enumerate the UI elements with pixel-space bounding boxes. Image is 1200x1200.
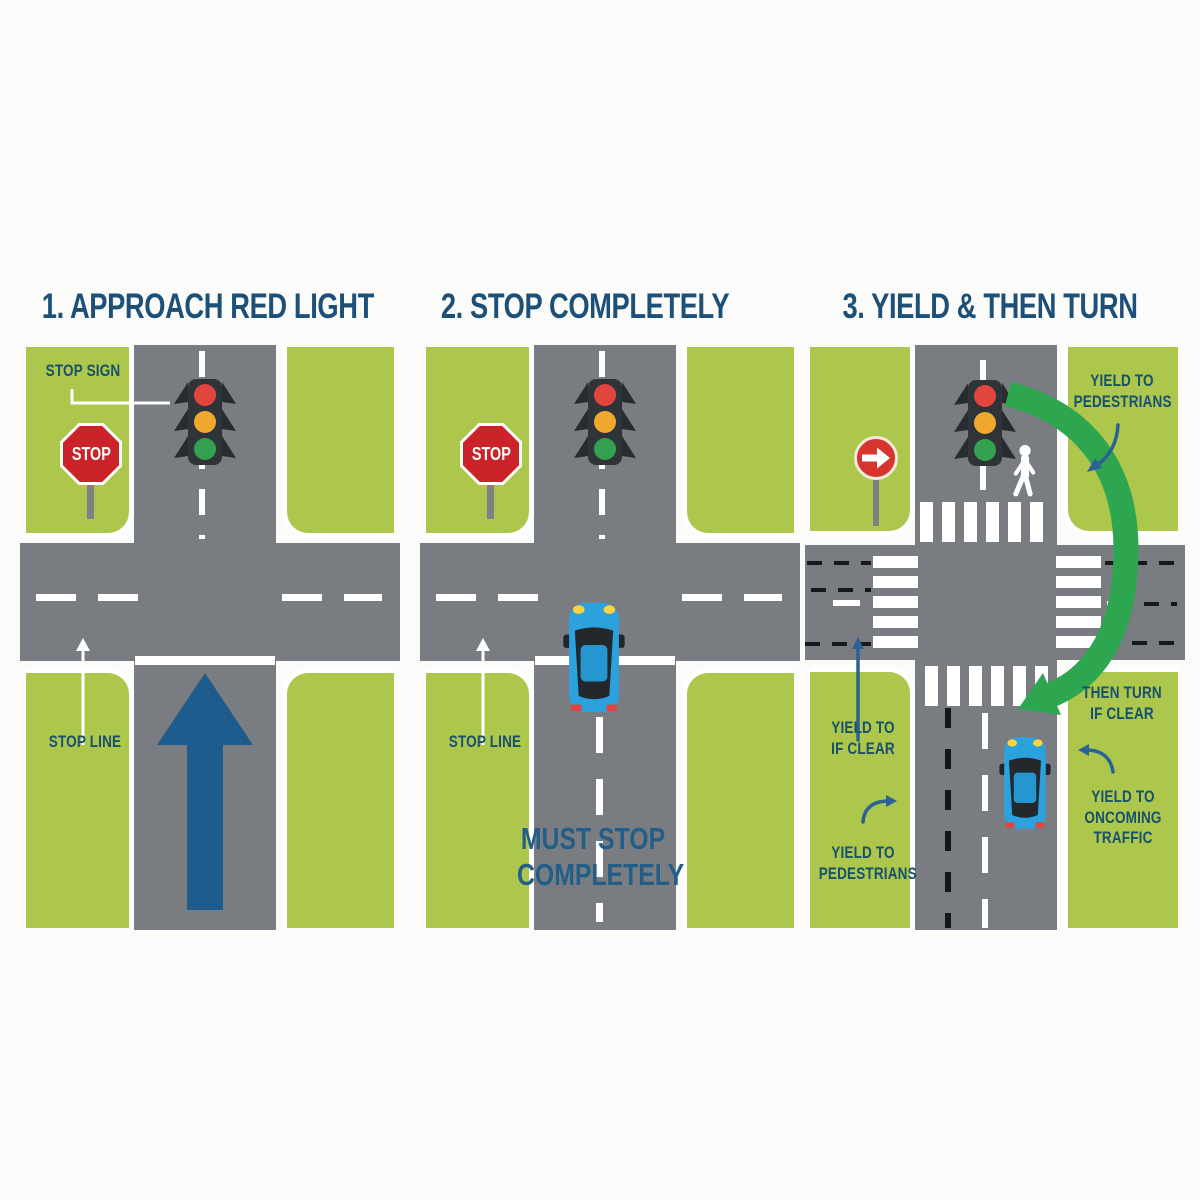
stop-sign-label: STOP SIGN: [45, 362, 121, 380]
panel-stop-completely: STOP STOP LINE MUST STOP COMPLETELY: [420, 345, 800, 930]
grass-bottom-right: [682, 668, 794, 928]
crosswalk-top: [920, 502, 1046, 542]
center-line-left: [436, 594, 540, 601]
crosswalk-left: [873, 556, 918, 651]
panel-approach-red-light: STOP STOP SIGN STOP LINE: [20, 345, 400, 930]
grass-top-right: [282, 347, 394, 538]
grass-bottom-right: [1063, 667, 1178, 928]
pedestrian-icon: [1013, 445, 1036, 497]
lane-dash-white-left: [833, 600, 860, 606]
center-line-below: [596, 717, 603, 922]
road-horizontal: [20, 543, 400, 661]
center-line-right: [682, 594, 782, 601]
label-line: PEDESTRIANS: [818, 864, 917, 883]
panel1-title: 1. APPROACH RED LIGHT: [41, 287, 374, 326]
caption-line2: COMPLETELY: [517, 857, 685, 892]
lane-dash-white-right: [1107, 601, 1115, 607]
panel3-title: 3. YIELD & THEN TURN: [842, 287, 1138, 326]
must-stop-caption: MUST STOP COMPLETELY: [517, 821, 685, 893]
grass-bottom-left: [26, 668, 134, 928]
stop-line-label: STOP LINE: [48, 733, 122, 751]
label-line: ONCOMING: [1084, 808, 1162, 827]
crosswalk-right: [1056, 556, 1101, 651]
yield-pedestrians-top-label: YIELD TO PEDESTRIANS: [1073, 371, 1172, 412]
grass-top-right: [682, 347, 794, 538]
center-dash-top-1: [980, 360, 986, 393]
grass-bottom-left: [810, 667, 915, 928]
car-icon: [563, 602, 625, 713]
grass-bottom-left: [426, 668, 534, 928]
panel2-title: 2. STOP COMPLETELY: [440, 287, 730, 326]
label-line: PEDESTRIANS: [1073, 392, 1172, 411]
center-line-bottom-black: [945, 708, 951, 928]
stop-sign-text: STOP: [71, 444, 111, 464]
label-line: IF CLEAR: [831, 739, 895, 758]
panel-yield-then-turn: YIELD TO PEDESTRIANS THEN TURN IF CLEAR …: [805, 345, 1185, 930]
lane-dashes-right-1: [1105, 561, 1177, 565]
lane-dashes-left-2: [811, 588, 871, 592]
caption-line1: MUST STOP: [520, 821, 666, 856]
stop-line-label: STOP LINE: [448, 733, 522, 751]
right-turn-sign-icon: [854, 436, 898, 480]
label-line: YIELD TO: [1091, 788, 1155, 806]
lane-dashes-left-1: [807, 561, 871, 565]
label-line: YIELD TO: [831, 844, 895, 862]
grass-bottom-right: [282, 668, 394, 928]
label-line: YIELD TO: [831, 719, 895, 737]
traffic-light-icon: [174, 379, 236, 465]
center-line-left: [36, 594, 140, 601]
center-dash-top-2: [980, 455, 986, 490]
label-line: IF CLEAR: [1090, 704, 1154, 723]
turn-sign-pole: [873, 478, 879, 526]
traffic-light-icon: [574, 379, 636, 465]
label-line: THEN TURN: [1082, 684, 1162, 702]
lane-dashes-right-3: [1105, 641, 1177, 645]
car-icon: [999, 737, 1051, 829]
crosswalk-bottom: [925, 666, 1051, 706]
stop-sign-pole: [87, 483, 94, 519]
stop-sign-face: STOP: [63, 426, 119, 482]
stop-line-marking: [135, 656, 275, 665]
yield-pedestrians-bottom-label: YIELD TO PEDESTRIANS: [818, 843, 917, 884]
stop-sign-pole: [487, 483, 494, 519]
stop-sign: STOP: [60, 423, 122, 485]
lane-line-bottom-white: [982, 713, 988, 928]
stop-sign-face: STOP: [463, 426, 519, 482]
label-line: TRAFFIC: [1093, 829, 1153, 847]
lane-dashes-right-2: [1117, 602, 1177, 606]
stop-sign: STOP: [460, 423, 522, 485]
yield-oncoming-traffic-label: YIELD TO ONCOMING TRAFFIC: [1077, 787, 1169, 849]
center-line-right: [282, 594, 382, 601]
stop-sign-text: STOP: [471, 444, 511, 464]
yield-if-clear-label: YIELD TO IF CLEAR: [822, 718, 904, 759]
grass-top-left: [810, 347, 915, 536]
then-turn-if-clear-label: THEN TURN IF CLEAR: [1074, 683, 1171, 724]
lane-dashes-left-3: [805, 642, 871, 646]
label-line: YIELD TO: [1090, 372, 1154, 390]
